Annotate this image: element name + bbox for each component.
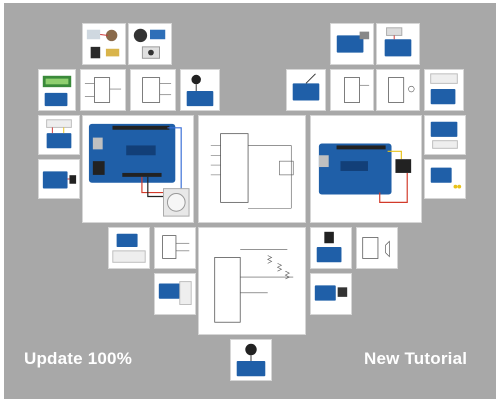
thumb-board-usb [286, 69, 326, 111]
thumb-components-photo-1 [82, 23, 126, 65]
thumb-board-breadboard-3 [424, 115, 466, 155]
main-board-module [310, 115, 422, 223]
collage-canvas: Update 100% New Tutorial [4, 3, 496, 399]
thumb-board-module-1 [376, 23, 420, 65]
main-schematic-bottom [198, 227, 306, 335]
thumb-lcd-board [38, 69, 76, 111]
thumb-board-sensor-1 [38, 159, 80, 199]
thumb-board-leds [424, 159, 466, 199]
thumb-board-display [310, 273, 352, 315]
thumb-board-bottom-tip [230, 339, 272, 381]
thumb-board-breadboard-5 [154, 273, 196, 315]
thumb-board-potentiometer [180, 69, 220, 111]
thumb-schematic-4 [376, 69, 420, 111]
thumb-board-potentiometer-2 [310, 227, 352, 269]
thumb-board-breadboard-1 [38, 115, 80, 155]
thumb-components-photo-2 [128, 23, 172, 65]
main-board-pir-sensor [82, 115, 194, 223]
thumb-schematic-1 [80, 69, 126, 111]
thumb-board-shield-1 [330, 23, 374, 65]
new-tutorial-caption: New Tutorial [364, 349, 468, 368]
thumb-schematic-speaker [356, 227, 398, 269]
thumb-schematic-5 [154, 227, 196, 269]
thumb-board-breadboard-4 [108, 227, 150, 269]
thumb-board-breadboard-2 [424, 69, 464, 111]
thumb-schematic-3 [330, 69, 374, 111]
thumb-schematic-2 [130, 69, 176, 111]
main-schematic-center [198, 115, 306, 223]
update-caption: Update 100% [24, 349, 133, 368]
